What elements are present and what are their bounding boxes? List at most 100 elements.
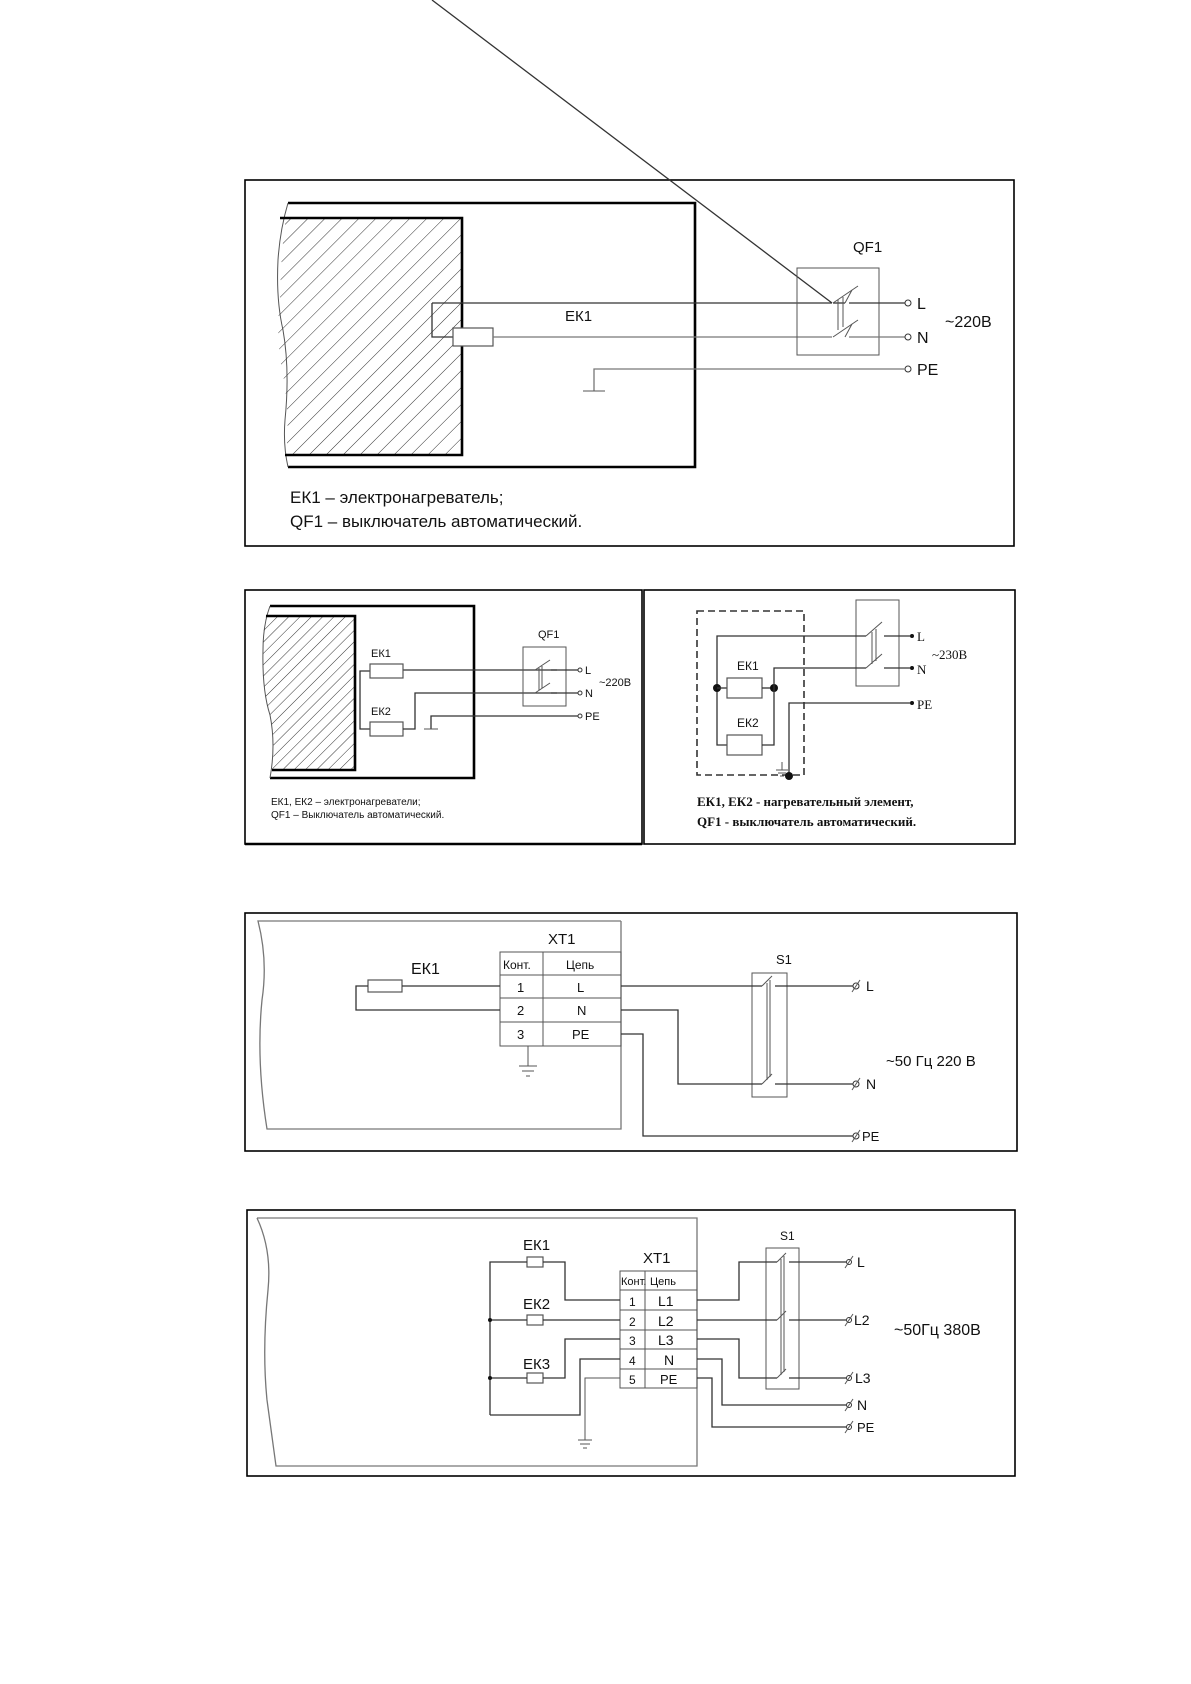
ek3-label: ЕК3 <box>523 1356 550 1373</box>
wire-pe <box>697 1377 846 1428</box>
terminal-label-l: L <box>585 665 591 677</box>
terminal-label-n: N <box>917 330 929 347</box>
xt1-row-1-circuit: L1 <box>658 1293 674 1309</box>
xt1-row-2-circuit: L2 <box>658 1313 674 1329</box>
ek1-label: ЕК1 <box>371 648 391 660</box>
tank-outline <box>288 201 697 469</box>
terminal-l <box>904 299 912 307</box>
terminal-l <box>577 667 583 673</box>
ek1-resistor <box>526 1256 544 1268</box>
xt1-row-2-circuit: N <box>577 1003 586 1018</box>
ek1-label: ЕК1 <box>737 659 759 673</box>
xt1-label: XT1 <box>643 1250 671 1267</box>
terminal-label-pe: PE <box>917 697 932 712</box>
ek2-resistor <box>526 1314 544 1326</box>
ground-icon <box>519 1065 537 1077</box>
junction-dot <box>488 1318 492 1322</box>
legend-line-2: QF1 – Выключатель автоматический. <box>271 810 444 821</box>
wire-n <box>697 1358 846 1406</box>
wire-pe <box>593 368 905 391</box>
terminal-l3 <box>844 1371 854 1385</box>
wire-l3 <box>697 1338 777 1379</box>
terminal-label-n: N <box>857 1397 867 1413</box>
terminal-label-l: L <box>917 296 926 313</box>
insulation-outline <box>266 614 357 772</box>
xt1-row-1-contact: 1 <box>517 980 524 995</box>
supply-label: ~230В <box>932 647 968 662</box>
wire-pe <box>430 715 578 729</box>
xt1-row-1-circuit: L <box>577 980 584 995</box>
tank-outline <box>270 604 476 780</box>
qf1-box <box>522 646 567 707</box>
terminal-label-n: N <box>585 688 593 700</box>
legend-line-2: QF1 - выключатель автоматический. <box>697 814 916 829</box>
diagram-3-frame <box>244 912 1018 1152</box>
terminal-block-xt1: Конт. Цепь 1 L 2 N 3 PE <box>499 951 622 1047</box>
terminal-n <box>844 1398 854 1412</box>
legend-line-1: ЕК1, ЕК2 – электронагреватели; <box>271 797 421 808</box>
diagram-4-content: XT1 Конт. Цепь 1 L1 2 L2 3 L3 4 N 5 PE Е… <box>488 1217 981 1467</box>
diagram-1-frame <box>244 179 1015 547</box>
wire-n <box>773 667 866 688</box>
wire-pe <box>621 1033 853 1137</box>
wire-ground <box>584 1377 620 1440</box>
terminal-l2 <box>844 1313 854 1327</box>
ek1-label: ЕК1 <box>411 961 440 978</box>
legend-line-1: ЕК1 – электронагреватель; <box>290 488 503 507</box>
junction-dot <box>488 1376 492 1380</box>
diagram-4-frame <box>246 1209 1016 1477</box>
terminal-label-l: L <box>917 629 925 644</box>
ek1-label: ЕК1 <box>565 308 592 325</box>
wire-l <box>431 0 833 304</box>
ek2-label: ЕК2 <box>737 716 759 730</box>
terminal-label-pe: PE <box>585 711 600 723</box>
diagram-3-wiring: S1 L N PE ~50 Гц 220 В <box>355 952 976 1144</box>
supply-label: ~50Гц 380В <box>894 1322 981 1339</box>
supply-label: ~50 Гц 220 В <box>886 1053 976 1070</box>
ek2-label: ЕК2 <box>523 1296 550 1313</box>
terminal-label-l: L <box>857 1254 865 1270</box>
xt1-header-contact: Конт. <box>503 958 531 972</box>
qf1-box <box>796 267 880 356</box>
ground-icon <box>776 762 788 777</box>
terminal-label-l3: L3 <box>855 1370 871 1386</box>
wire-l <box>716 635 866 688</box>
appliance-outline <box>257 920 622 1130</box>
wire-n <box>621 1009 762 1085</box>
wire-ek2-right <box>762 688 775 746</box>
terminal-l <box>910 634 914 638</box>
xt1-row-5-contact: 5 <box>629 1373 636 1387</box>
diagram-2a: ЕК1 ЕК2 QF1 L N PE ~220В ЕК1, ЕК2 – элек… <box>244 589 643 846</box>
wire-l1 <box>697 1261 777 1301</box>
diagram-3: XT1 Конт. Цепь 1 L 2 N 3 PE ЕК1 <box>244 912 1018 1152</box>
terminal-label-l2: L2 <box>854 1312 870 1328</box>
ek1-resistor <box>369 663 404 679</box>
terminal-n <box>851 1077 861 1091</box>
wire-neutral-to-xt1-4 <box>490 1358 620 1416</box>
terminal-label-pe: PE <box>857 1420 875 1435</box>
terminal-n <box>910 666 914 670</box>
diagram-2b: ЕК1 ЕК2 L N PE ~230В ЕК1, ЕК2 - нагреват… <box>643 589 1016 845</box>
ek2-label: ЕК2 <box>371 706 391 718</box>
enclosure-dashed <box>696 610 805 776</box>
xt1-header-circuit: Цепь <box>566 958 594 972</box>
ek1-label: ЕК1 <box>523 1237 550 1254</box>
wire-ek1-to-xt1-2 <box>355 985 500 1011</box>
wire-ek3-to-xt1-3 <box>543 1338 620 1379</box>
junction-dot <box>785 772 793 780</box>
xt1-row-4-contact: 4 <box>629 1354 636 1368</box>
wire-ek1-to-xt1-1 <box>543 1261 620 1301</box>
xt1-row-3-contact: 3 <box>629 1334 636 1348</box>
terminal-l <box>844 1255 854 1269</box>
xt1-row-2-contact: 2 <box>629 1315 636 1329</box>
xt1-header-contact: Конт. <box>621 1276 646 1288</box>
appliance-outline-right <box>545 1217 698 1467</box>
wire-n <box>403 692 557 730</box>
legend-line-2: QF1 – выключатель автоматический. <box>290 512 582 531</box>
terminal-block-xt1: Конт. Цепь 1 L1 2 L2 3 L3 4 N 5 PE <box>619 1270 698 1389</box>
terminal-label-pe: PE <box>862 1129 880 1144</box>
terminal-l <box>851 979 861 993</box>
xt1-row-1-contact: 1 <box>629 1295 636 1309</box>
